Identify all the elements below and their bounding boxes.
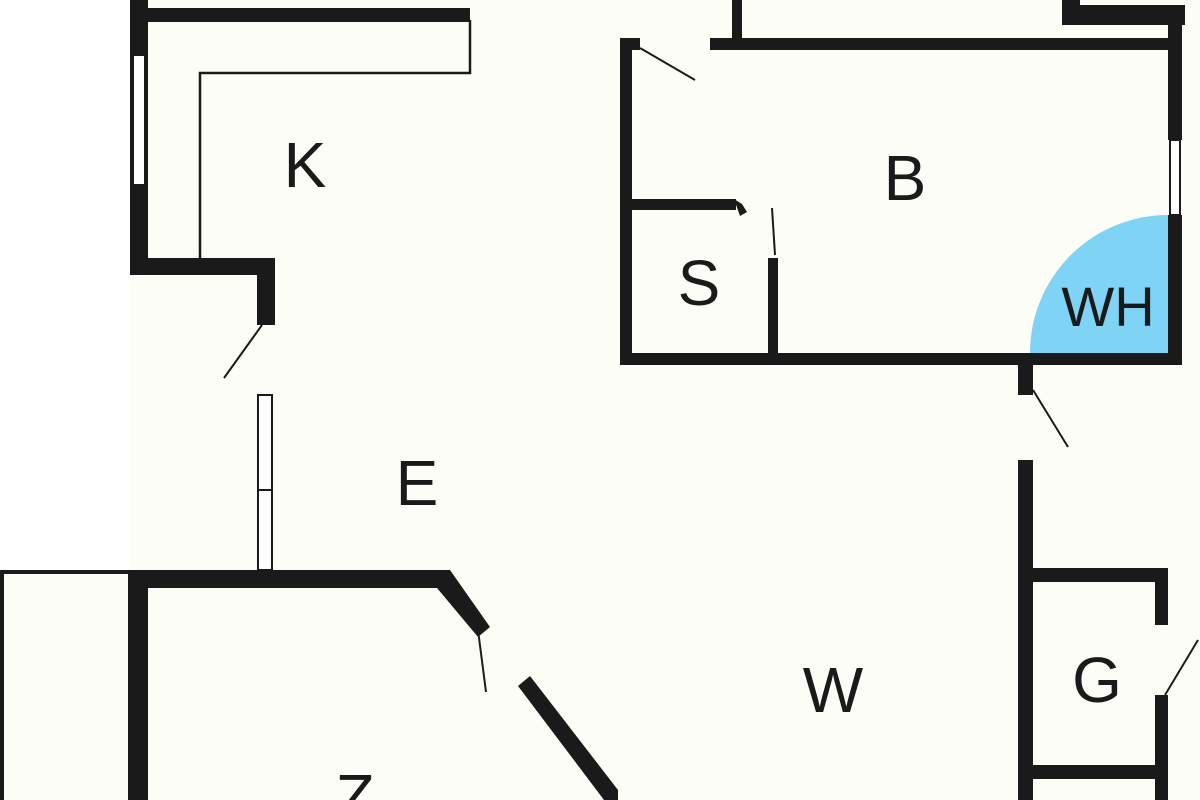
room-label-bedroom: B [883, 142, 927, 214]
window [257, 489, 273, 571]
room-label-z: Z [335, 761, 375, 800]
room-label-entrance: E [395, 447, 439, 519]
window [257, 394, 273, 491]
room-label-garage: G [1072, 644, 1122, 716]
room-label-water-heater: WH [1061, 275, 1155, 338]
walls [130, 0, 1185, 800]
window [1169, 139, 1181, 216]
door-swing [477, 629, 487, 693]
room-label-kitchen: K [283, 129, 327, 201]
door-swing [771, 207, 776, 256]
exterior-area [0, 0, 130, 570]
door-swing [1032, 389, 1069, 448]
door-swing [639, 47, 696, 81]
water-heater-area [1030, 215, 1168, 353]
room-label-storage: S [677, 247, 721, 319]
window [132, 54, 146, 186]
fixtures [0, 20, 1199, 800]
door-swing [1164, 639, 1199, 696]
room-label-living: W [802, 654, 864, 726]
kitchen-counter [198, 20, 472, 258]
adjacent-room-outline [0, 570, 132, 800]
door-swing [223, 324, 263, 379]
